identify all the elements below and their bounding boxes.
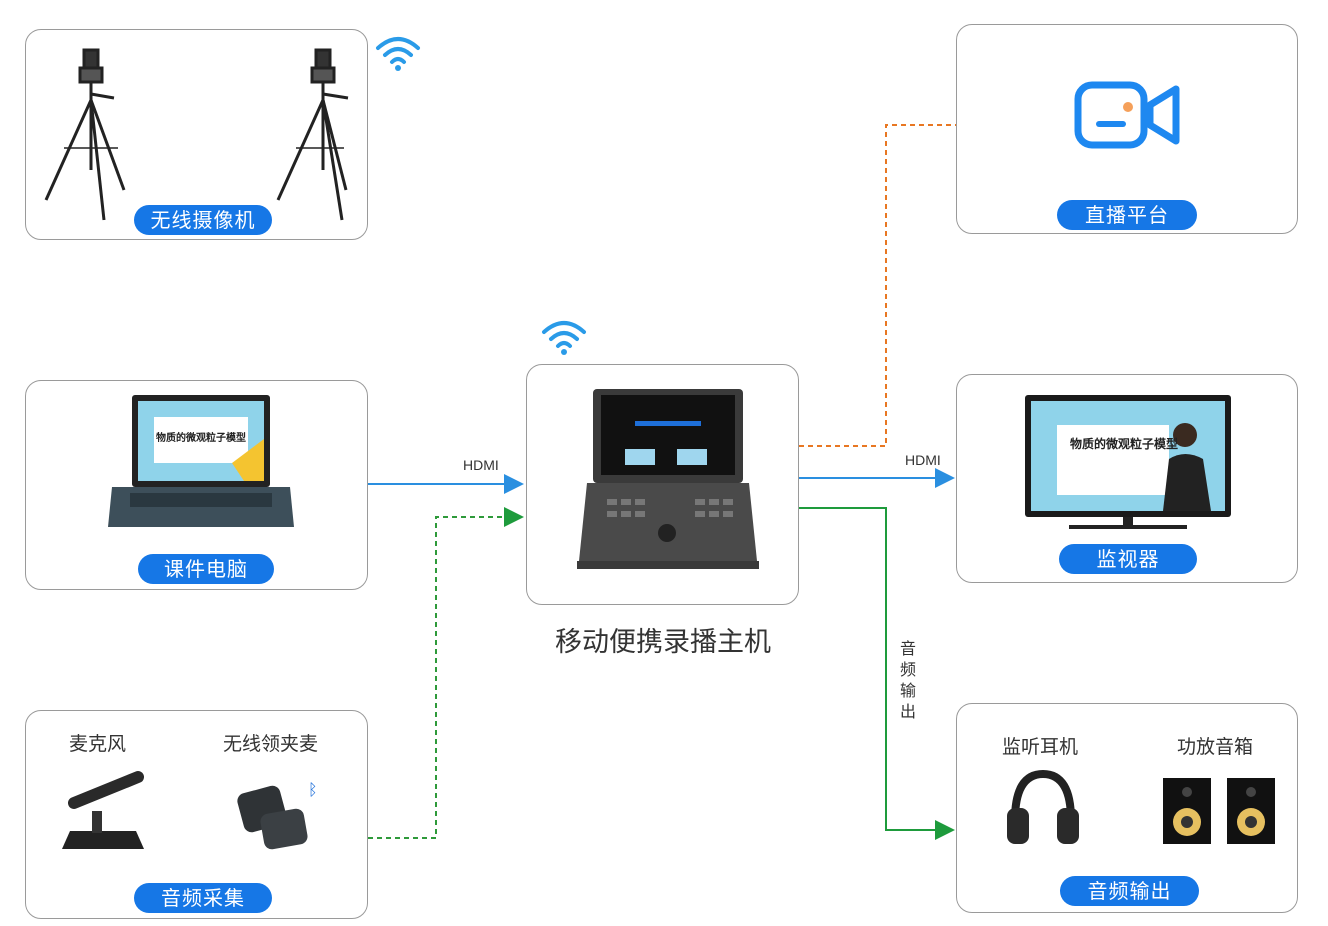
audio-in-line bbox=[368, 507, 524, 839]
hdmi-in-label: HDMI bbox=[463, 457, 499, 473]
monitor-box: 物质的微观粒子模型 监视器 bbox=[956, 374, 1298, 583]
speakers-label: 功放音箱 bbox=[1177, 736, 1254, 758]
courseware-pc-label: 课件电脑 bbox=[138, 554, 274, 584]
lavalier-label: 无线领夹麦 bbox=[223, 733, 319, 755]
recording-host-box bbox=[526, 364, 799, 605]
monitor-screen-title: 物质的微观粒子模型 bbox=[1069, 437, 1178, 451]
svg-text:ᛒ: ᛒ bbox=[308, 780, 318, 799]
hdmi-out-label: HDMI bbox=[905, 452, 941, 468]
wireless-camera-box: 无线摄像机 bbox=[25, 29, 368, 240]
wireless-camera-label: 无线摄像机 bbox=[134, 205, 272, 235]
monitor-label: 监视器 bbox=[1059, 544, 1197, 574]
speakers-icon bbox=[1163, 778, 1275, 844]
live-platform-label: 直播平台 bbox=[1057, 200, 1197, 230]
live-platform-box: 直播平台 bbox=[956, 24, 1298, 234]
audio-out-line-label: 音 频 输 出 bbox=[899, 639, 916, 721]
laptop-icon bbox=[108, 395, 294, 527]
wifi-icon bbox=[376, 37, 420, 71]
courseware-pc-box: 物质的微观粒子模型 课件电脑 bbox=[25, 380, 368, 590]
lavalier-mic-icon: ᛒ bbox=[237, 780, 318, 850]
audio-capture-label: 音频采集 bbox=[134, 883, 272, 913]
laptop-screen-title: 物质的微观粒子模型 bbox=[156, 433, 246, 444]
monitor-icon bbox=[1025, 395, 1231, 529]
audio-capture-box: 麦克风 无线领夹麦 ᛒ 音频采集 bbox=[25, 710, 368, 919]
wifi-icon bbox=[542, 321, 586, 355]
portable-recorder-icon bbox=[577, 389, 759, 569]
audio-output-box: 监听耳机 功放音箱 音频输出 bbox=[956, 703, 1298, 913]
microphone-icon bbox=[62, 771, 144, 849]
stream-line bbox=[799, 124, 956, 447]
host-title: 移动便携录播主机 bbox=[555, 627, 771, 658]
headphones-label: 监听耳机 bbox=[1002, 736, 1079, 758]
audio-out-line bbox=[799, 507, 955, 840]
headphones-icon bbox=[1007, 769, 1079, 844]
audio-output-label: 音频输出 bbox=[1060, 876, 1199, 906]
microphone-label: 麦克风 bbox=[69, 733, 127, 755]
video-camera-icon bbox=[1074, 81, 1180, 149]
tripod-camera-icon bbox=[44, 48, 349, 221]
